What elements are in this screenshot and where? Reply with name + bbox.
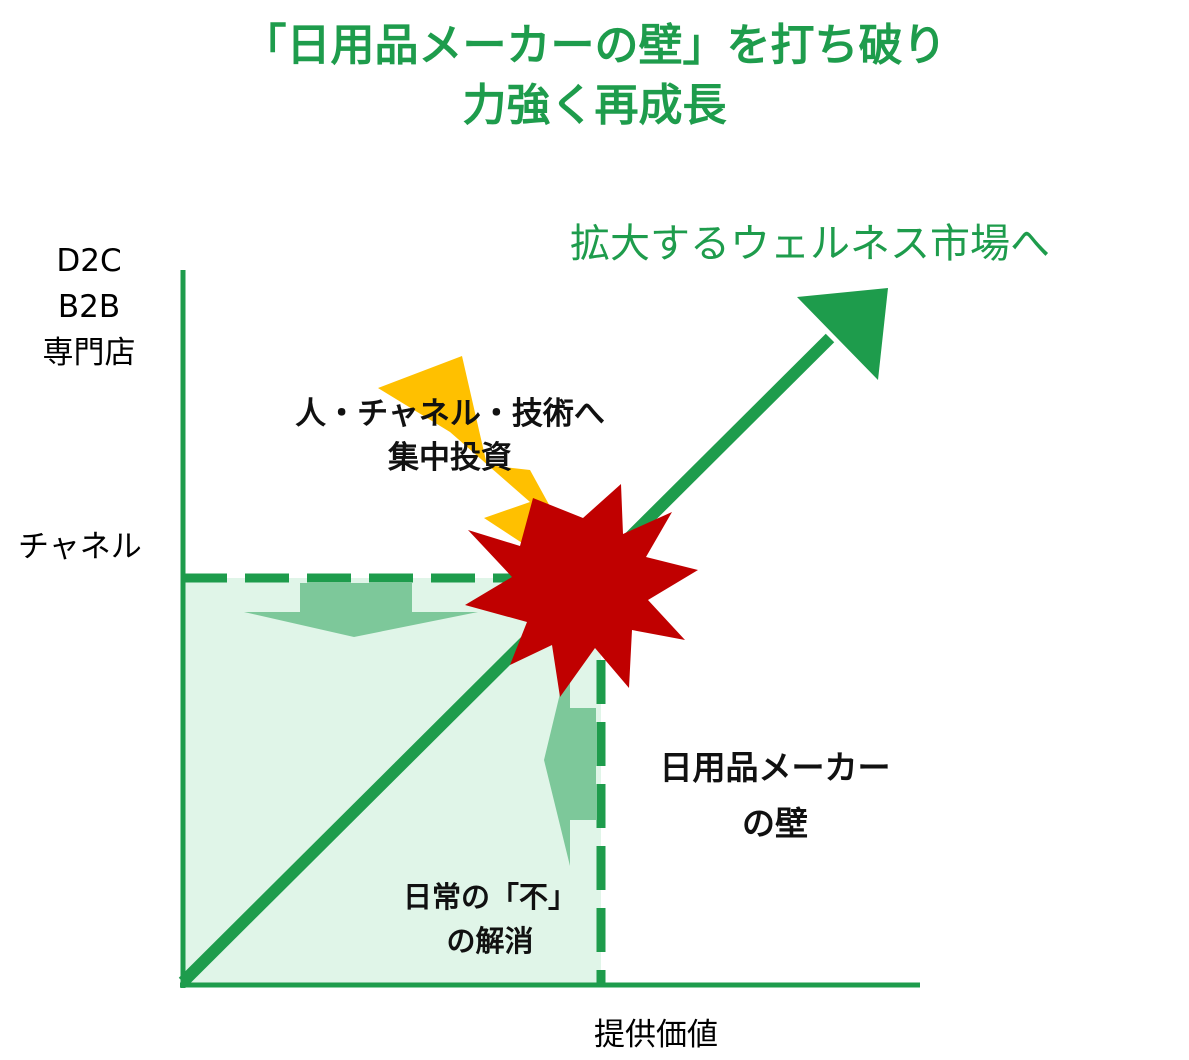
title-line-1: 「日用品メーカーの壁」を打ち破り — [242, 20, 947, 71]
wall-label-line-1: 日用品メーカー — [659, 748, 891, 787]
investment-label: 人・チャネル・技術へ 集中投資 — [265, 392, 635, 480]
investment-label-line-2: 集中投資 — [388, 440, 512, 476]
y-axis-label-channel: チャネル — [18, 529, 142, 565]
growth-arrow-head — [797, 288, 888, 380]
pain-point-label-line-2: の解消 — [446, 924, 534, 958]
wall-label-line-2: の壁 — [742, 804, 808, 843]
leftward-pressure-arrow — [544, 652, 596, 866]
y-label-d2c: D2C — [56, 243, 122, 279]
growth-arrow-shaft — [178, 333, 835, 987]
title-line-2: 力強く再成長 — [462, 80, 727, 131]
pain-point-label-line-1: 日常の「不」 — [402, 880, 577, 914]
downward-pressure-arrow — [244, 583, 478, 637]
y-label-b2b: B2B — [57, 289, 121, 325]
wall-label: 日用品メーカー の壁 — [630, 740, 920, 852]
market-label: 拡大するウェルネス市場へ — [570, 221, 1050, 267]
investment-label-line-1: 人・チャネル・技術へ — [295, 396, 605, 432]
y-axis-channel-list: D2C B2B 専門店 — [24, 238, 154, 376]
impact-burst-icon — [465, 484, 698, 697]
x-axis-label: 提供価値 — [594, 1017, 718, 1053]
y-label-specialty-store: 専門店 — [42, 335, 136, 371]
pain-point-label: 日常の「不」 の解消 — [360, 875, 620, 963]
